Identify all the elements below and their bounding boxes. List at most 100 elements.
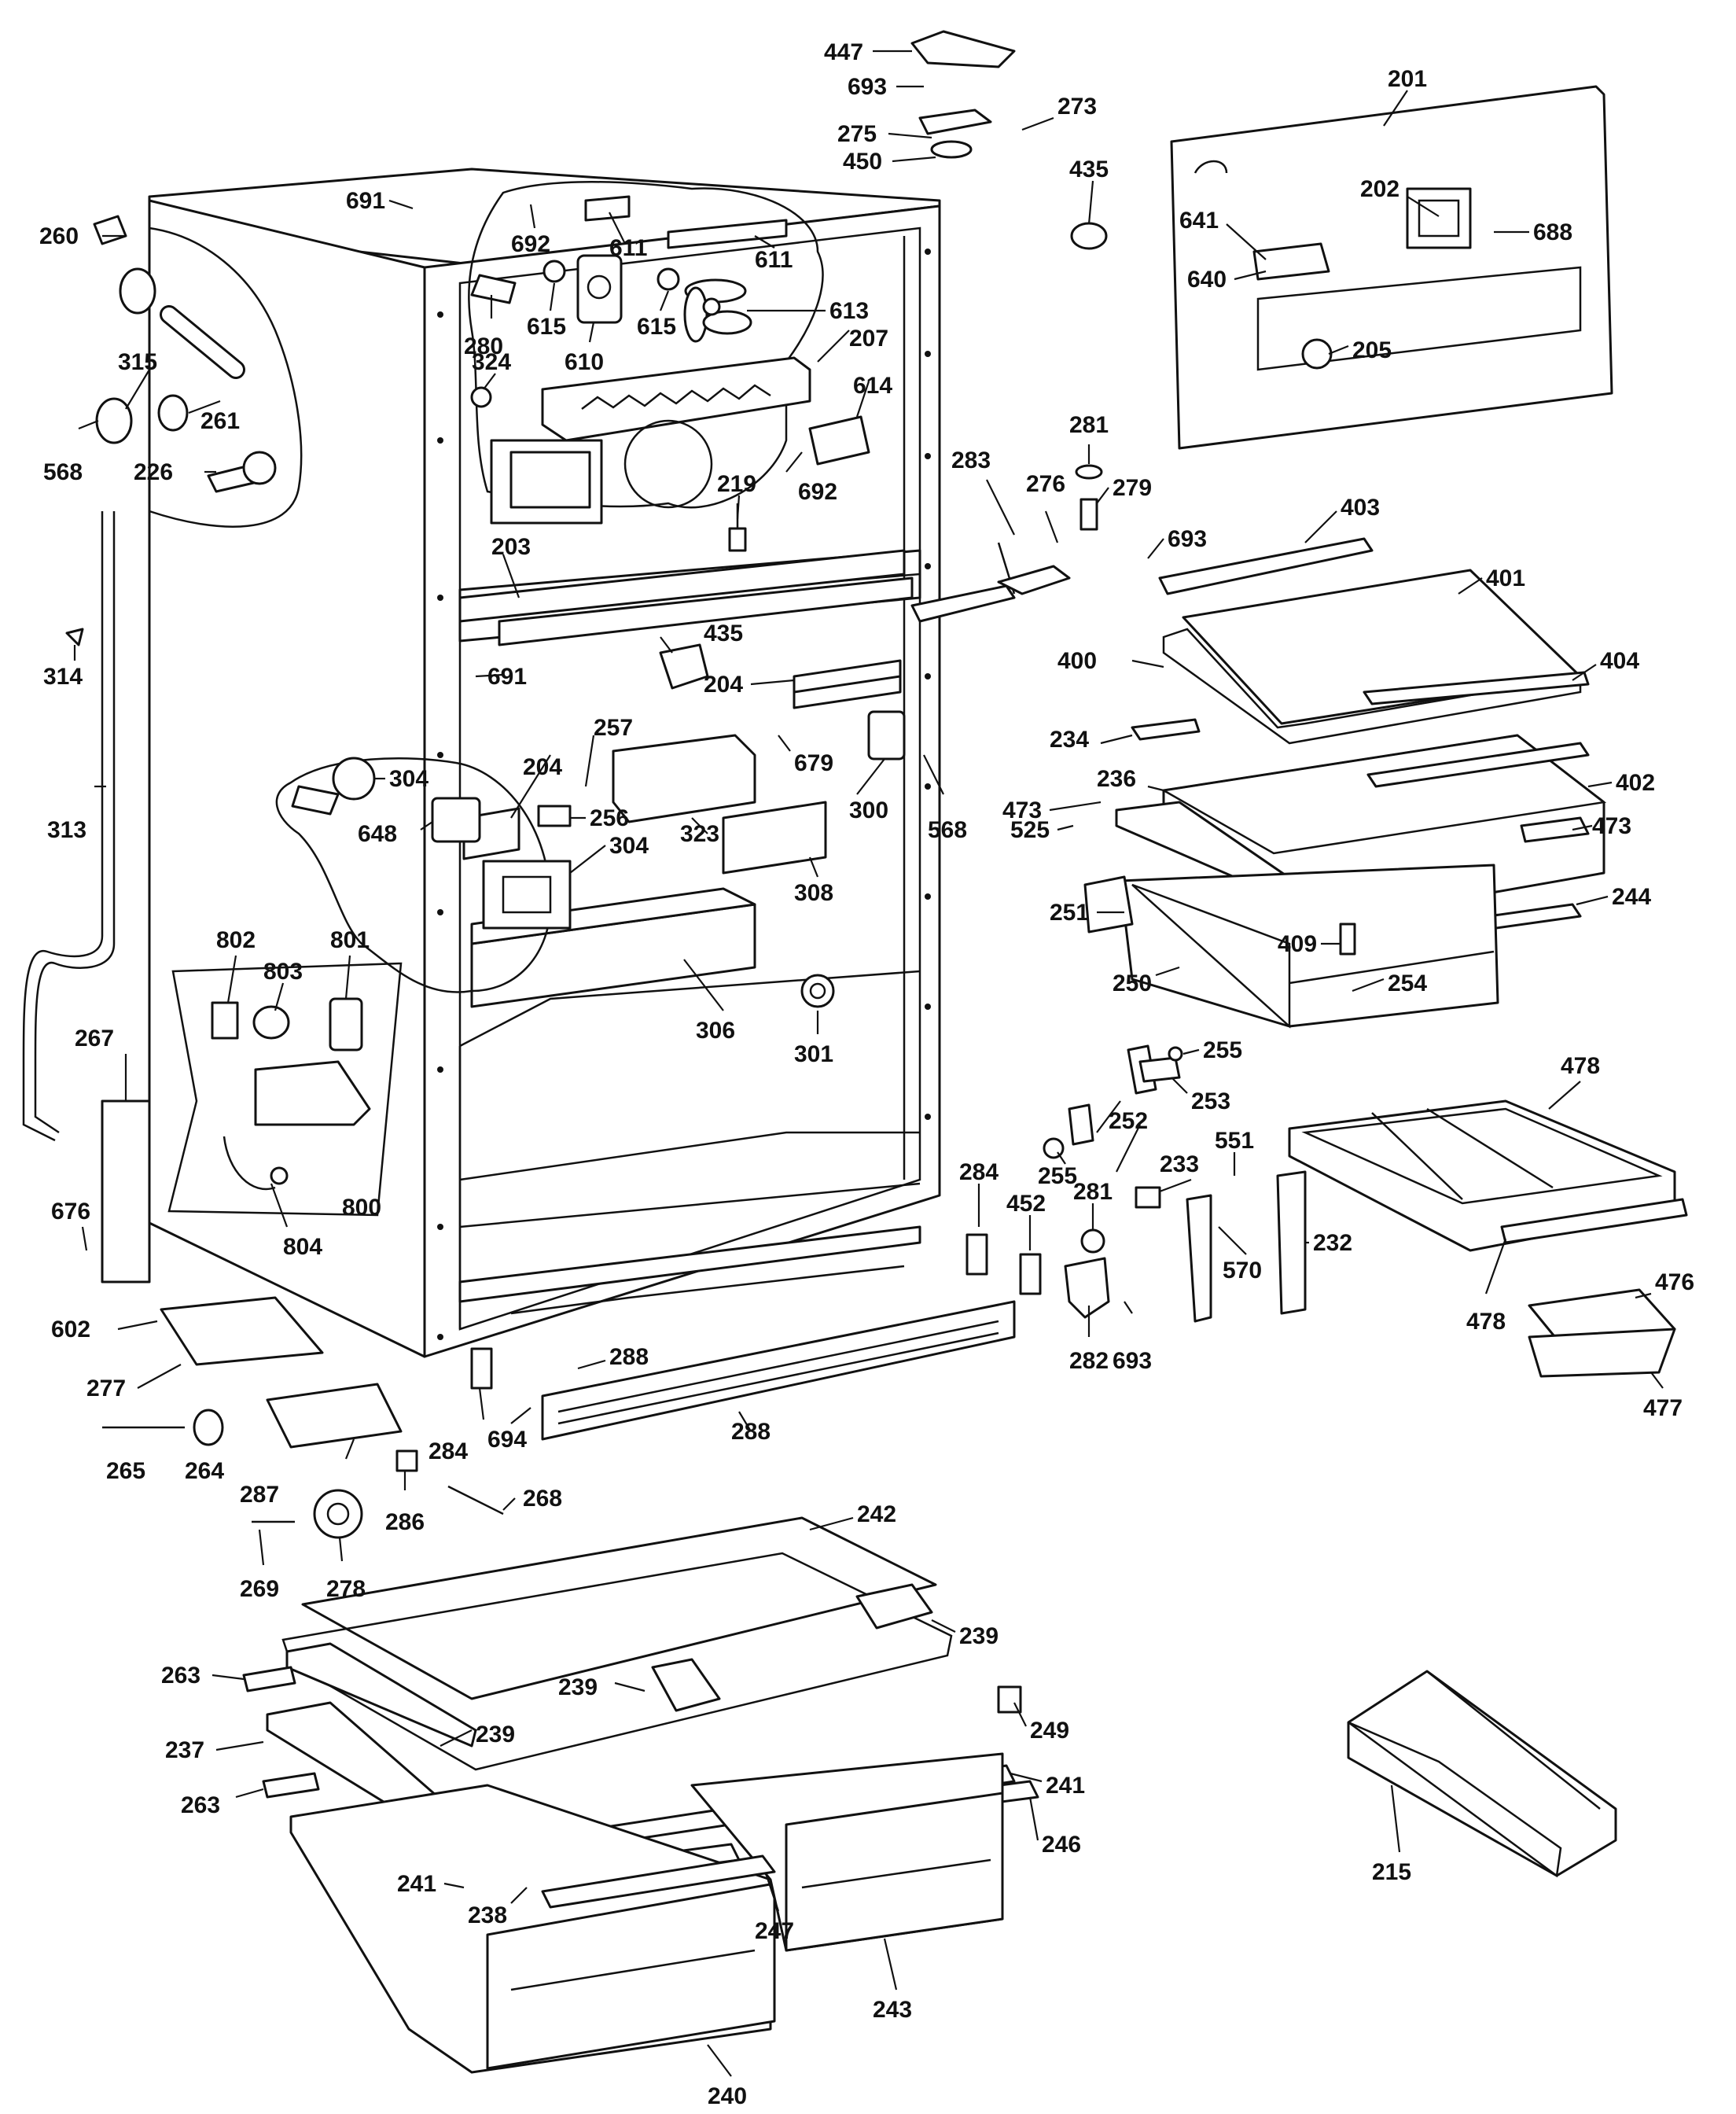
- callout-204: 204: [523, 754, 562, 780]
- callout-693: 693: [1113, 1348, 1152, 1374]
- callout-694: 694: [487, 1427, 527, 1453]
- callout-315: 315: [118, 349, 157, 375]
- callout-648: 648: [358, 821, 397, 847]
- callout-260: 260: [39, 223, 79, 249]
- door-bins: [1288, 1099, 1688, 1378]
- callout-801: 801: [330, 927, 370, 953]
- callout-306: 306: [696, 1018, 735, 1044]
- callout-243: 243: [873, 1997, 912, 2023]
- callout-323: 323: [680, 821, 719, 847]
- callout-610: 610: [565, 349, 604, 375]
- mullion-heater-203: [458, 503, 914, 646]
- callout-275: 275: [837, 121, 877, 147]
- callout-473: 473: [1592, 813, 1631, 839]
- callout-452: 452: [1006, 1191, 1046, 1217]
- callout-477: 477: [1643, 1395, 1683, 1421]
- callout-247: 247: [755, 1918, 794, 1944]
- callout-238: 238: [468, 1902, 507, 1928]
- callout-615: 615: [527, 314, 566, 340]
- callout-236: 236: [1097, 766, 1136, 792]
- callout-641: 641: [1179, 208, 1219, 234]
- base-components: [102, 1233, 1042, 1539]
- callout-288: 288: [609, 1344, 649, 1370]
- callout-242: 242: [857, 1501, 896, 1527]
- callout-404: 404: [1600, 648, 1639, 674]
- callout-205: 205: [1352, 337, 1392, 363]
- callout-679: 679: [794, 750, 833, 776]
- callout-237: 237: [165, 1737, 204, 1763]
- callout-614: 614: [853, 373, 892, 399]
- callout-279: 279: [1113, 475, 1152, 501]
- callout-282: 282: [1069, 1348, 1109, 1374]
- callout-281: 281: [1073, 1179, 1113, 1205]
- callout-473: 473: [1002, 797, 1042, 823]
- callout-611: 611: [609, 235, 647, 261]
- callout-304: 304: [389, 766, 428, 792]
- callout-804: 804: [283, 1234, 322, 1260]
- callout-268: 268: [523, 1486, 562, 1512]
- callout-219: 219: [717, 471, 756, 497]
- control-assembly: [462, 643, 906, 1008]
- freezer-door-liner-201: [1170, 85, 1613, 450]
- thermostat-bubble-region: [275, 757, 572, 993]
- callout-239: 239: [558, 1674, 598, 1700]
- callout-226: 226: [134, 459, 173, 485]
- callout-215: 215: [1372, 1859, 1411, 1885]
- callout-232: 232: [1313, 1230, 1352, 1256]
- callout-273: 273: [1057, 94, 1097, 120]
- callout-640: 640: [1187, 267, 1227, 293]
- callout-255: 255: [1038, 1163, 1077, 1189]
- crisper-drawers: [242, 1516, 1039, 2074]
- callout-277: 277: [86, 1376, 126, 1401]
- callout-252: 252: [1109, 1108, 1148, 1134]
- callout-692: 692: [511, 231, 550, 257]
- callout-476: 476: [1655, 1269, 1694, 1295]
- callout-568: 568: [928, 817, 967, 843]
- callout-269: 269: [240, 1576, 279, 1602]
- callout-568: 568: [43, 459, 83, 485]
- callout-239: 239: [959, 1623, 999, 1649]
- callout-611: 611: [755, 247, 793, 273]
- callout-435: 435: [704, 621, 743, 646]
- callout-313: 313: [47, 817, 86, 843]
- callout-693: 693: [848, 74, 887, 100]
- callout-602: 602: [51, 1317, 90, 1342]
- callout-267: 267: [75, 1026, 114, 1051]
- callout-324: 324: [472, 349, 511, 375]
- callout-244: 244: [1612, 884, 1651, 910]
- hinge-parts: [910, 30, 1108, 623]
- fan-motor-region: [468, 181, 870, 525]
- defrost-area-800: [167, 962, 403, 1217]
- callout-254: 254: [1388, 970, 1427, 996]
- callout-251: 251: [1050, 900, 1089, 926]
- callout-labels: 447 693 273 275 450 435 201 202 641 688 …: [39, 39, 1694, 2109]
- callout-281: 281: [1069, 412, 1109, 438]
- callout-241: 241: [397, 1871, 436, 1897]
- callout-615: 615: [637, 314, 676, 340]
- callout-693: 693: [1168, 526, 1207, 552]
- callout-204: 204: [704, 672, 743, 698]
- callout-284: 284: [428, 1438, 468, 1464]
- callout-263: 263: [181, 1792, 220, 1818]
- callout-613: 613: [829, 298, 869, 324]
- callout-400: 400: [1057, 648, 1097, 674]
- callout-450: 450: [843, 149, 882, 175]
- callout-403: 403: [1341, 495, 1380, 521]
- callout-478: 478: [1561, 1053, 1600, 1079]
- callout-202: 202: [1360, 176, 1399, 202]
- callout-263: 263: [161, 1663, 200, 1689]
- callout-233: 233: [1160, 1151, 1199, 1177]
- callout-435: 435: [1069, 157, 1109, 182]
- callout-551: 551: [1215, 1128, 1254, 1154]
- callout-286: 286: [385, 1509, 425, 1535]
- callout-409: 409: [1278, 931, 1317, 957]
- callout-201: 201: [1388, 66, 1427, 92]
- callout-478: 478: [1466, 1309, 1506, 1335]
- callout-688: 688: [1533, 219, 1572, 245]
- callout-691: 691: [346, 188, 385, 214]
- callout-304: 304: [609, 833, 649, 859]
- freezer-shelf-assembly: [1083, 537, 1607, 1029]
- callout-676: 676: [51, 1199, 90, 1225]
- callout-692: 692: [798, 479, 837, 505]
